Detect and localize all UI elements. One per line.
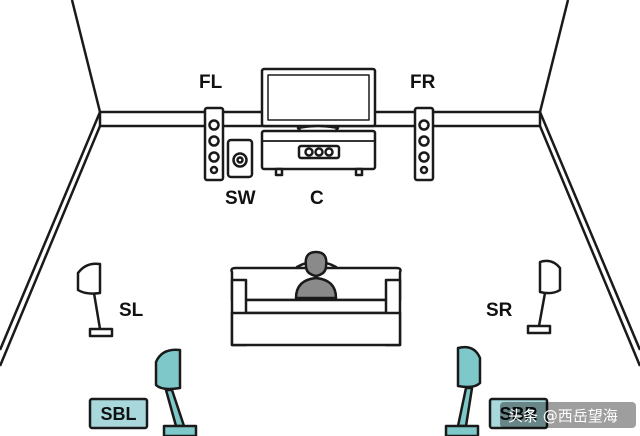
label-subwoofer: SW [225, 188, 256, 209]
surround-back-left-speaker [154, 348, 198, 436]
tv-and-stand [260, 67, 377, 177]
badge-surround-back-left: SBL [88, 397, 149, 430]
label-surround-right: SR [486, 300, 513, 321]
surround-back-right-speaker [444, 345, 482, 436]
sofa-with-listener [230, 250, 402, 347]
label-surround-back-right: SBR [499, 404, 537, 424]
label-front-right: FR [410, 72, 436, 93]
right-baseboard [538, 125, 640, 367]
left-floor-edge [0, 111, 102, 351]
surround-left-speaker [76, 262, 114, 338]
person-body [294, 276, 338, 300]
badge-surround-back-right: SBR [488, 397, 549, 430]
subwoofer [226, 138, 254, 179]
left-baseboard [0, 125, 102, 367]
front-left-speaker [203, 106, 225, 182]
tv-screen [260, 67, 377, 128]
front-right-speaker [413, 106, 435, 182]
surround-right-speaker [526, 259, 562, 335]
sofa-seat [238, 298, 394, 315]
label-front-left: FL [199, 72, 223, 93]
right-floor-edge [538, 111, 640, 351]
label-center: C [310, 188, 324, 209]
sofa-base [230, 311, 402, 347]
label-surround-left: SL [119, 300, 144, 321]
left-wall-corner [70, 0, 102, 113]
watermark: 头条 @西岳望海 [500, 402, 636, 428]
right-wall-corner [538, 0, 570, 113]
person-head [304, 250, 328, 278]
label-surround-back-left: SBL [101, 404, 137, 424]
watermark-text: 头条 @西岳望海 [508, 407, 618, 425]
